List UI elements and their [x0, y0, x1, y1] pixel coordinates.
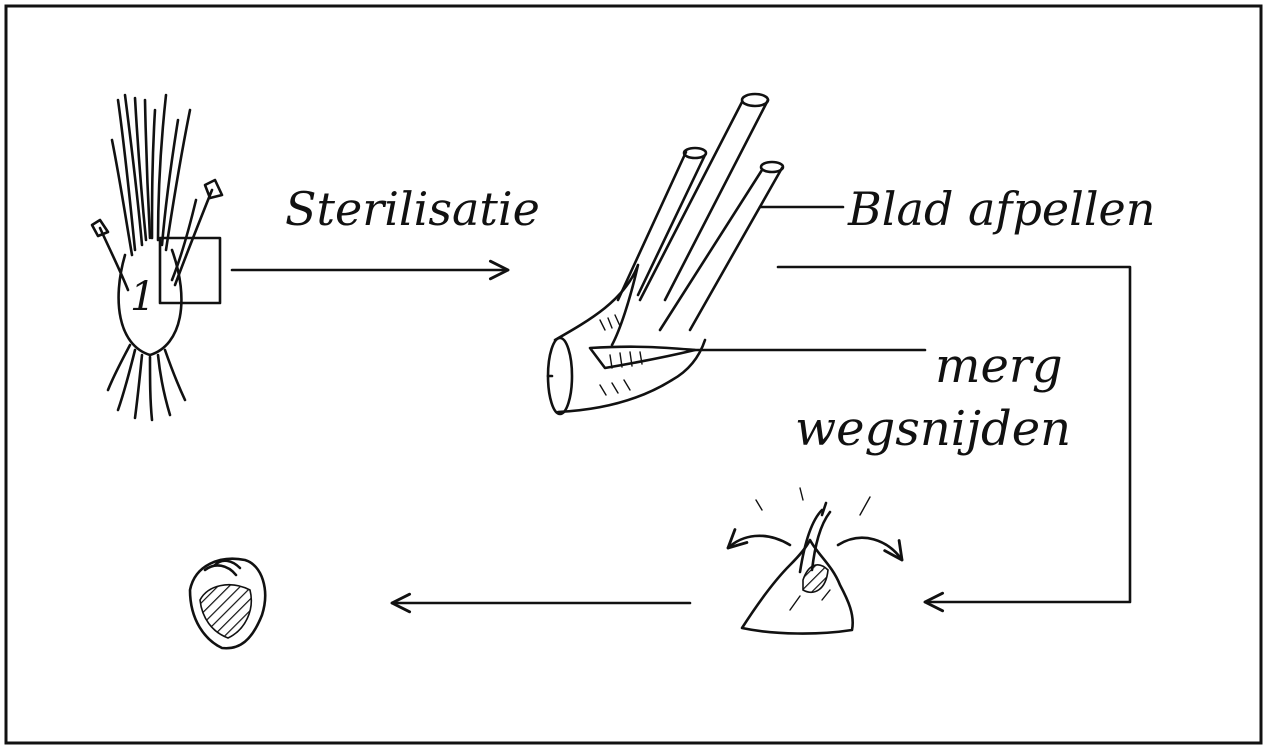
- diagram-frame: [6, 6, 1261, 743]
- meristem-dome-drawing: [728, 488, 902, 634]
- label-remove-pith-line2: wegsnijden: [795, 401, 1071, 457]
- cut-shoot-drawing: [548, 94, 783, 414]
- leek-plant-drawing: 1: [92, 95, 222, 420]
- label-peel-leaves: Blad afpellen: [847, 182, 1155, 236]
- label-remove-pith-line1: merg: [935, 338, 1063, 394]
- plant-marker: 1: [130, 274, 155, 320]
- label-sterilisation: Sterilisatie: [285, 182, 540, 236]
- explant-drawing: [190, 559, 265, 648]
